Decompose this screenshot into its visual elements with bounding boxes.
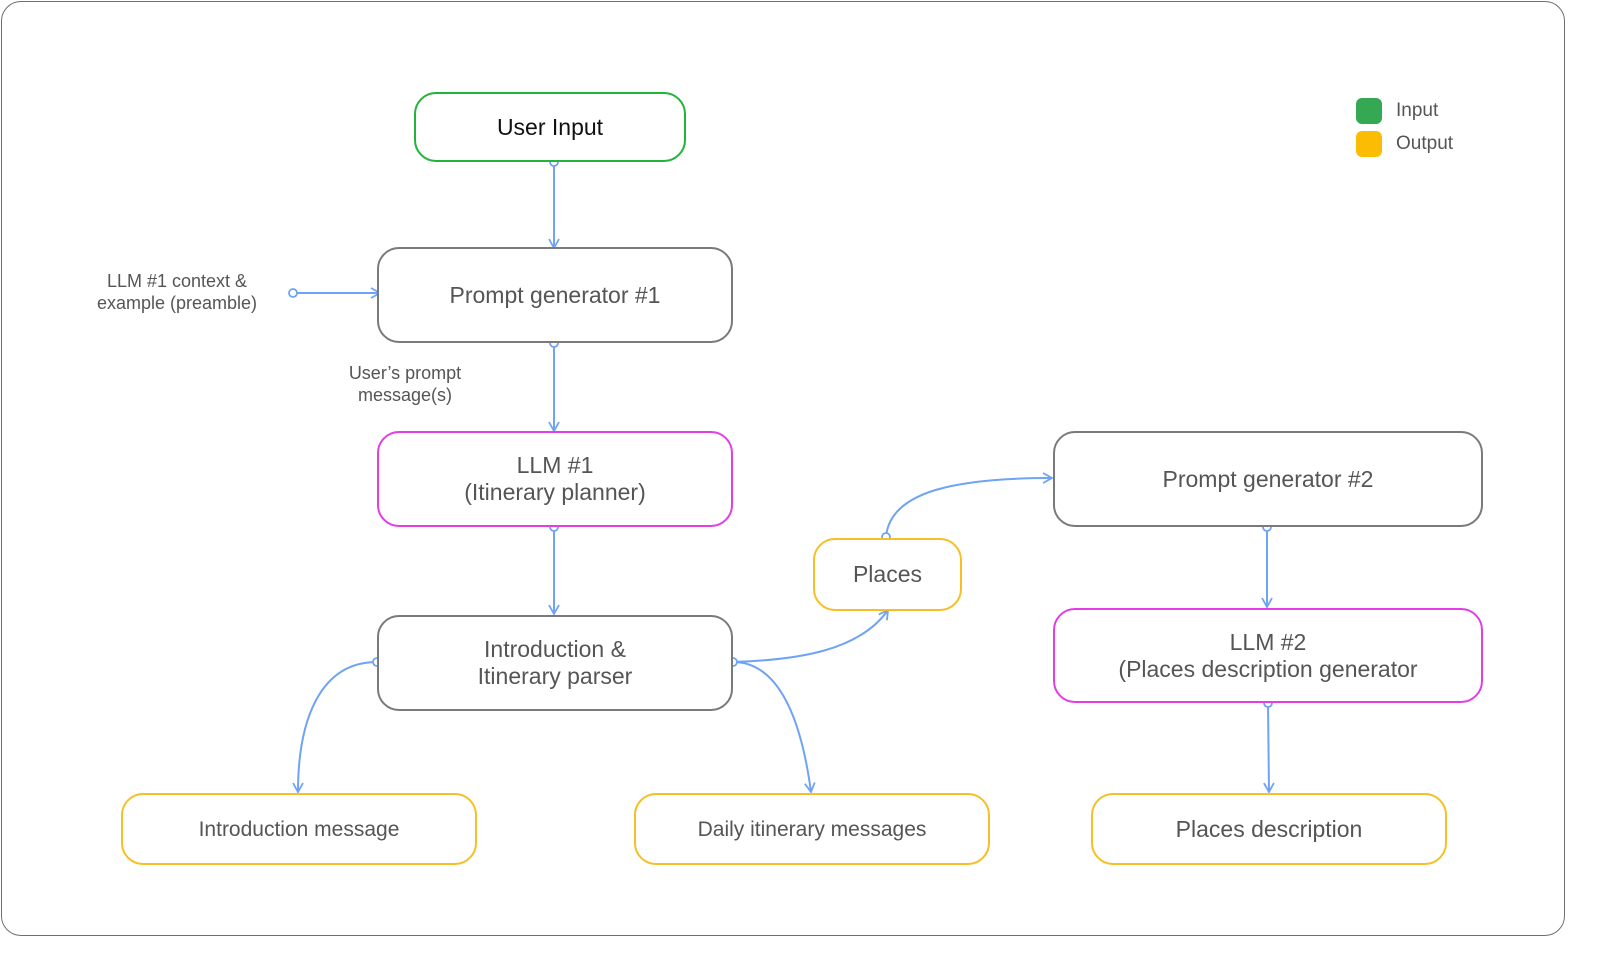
legend-input-label: Input (1396, 100, 1439, 121)
legend-output-label: Output (1396, 133, 1454, 154)
node-places-description: Places description (1091, 793, 1447, 865)
legend-output-swatch (1356, 131, 1382, 157)
legend-input: Input (1356, 98, 1438, 124)
note-preamble-line2: example (preamble) (96, 293, 258, 313)
node-llm-1: LLM #1 (Itinerary planner) (377, 431, 733, 527)
connector-parser-to-daily (732, 661, 816, 794)
node-user-input-label: User Input (496, 113, 604, 140)
legend-output: Output (1356, 131, 1453, 157)
node-introduction-message-label: Introduction message (198, 817, 400, 841)
node-introduction-message: Introduction message (121, 793, 477, 865)
node-prompt-generator-1: Prompt generator #1 (377, 247, 733, 343)
node-user-input: User Input (414, 92, 686, 162)
node-parser-line2: Itinerary parser (477, 663, 633, 689)
node-itinerary-parser: Introduction & Itinerary parser (377, 615, 733, 711)
node-prompt-generator-1-label: Prompt generator #1 (449, 281, 661, 308)
node-daily-itinerary-messages-label: Daily itinerary messages (697, 817, 927, 841)
note-user-prompt-messages: User’s prompt message(s) (320, 362, 490, 406)
connector-llm2-to-description (1263, 702, 1275, 794)
node-llm-2: LLM #2 (Places description generator (1053, 608, 1483, 703)
node-llm-1-subtitle: (Itinerary planner) (464, 479, 646, 505)
node-places-label: Places (852, 561, 923, 587)
note-prompt-msgs-line2: message(s) (357, 385, 453, 405)
connector-places-to-prompt2 (885, 472, 1054, 538)
connector-parser-to-intro (292, 661, 378, 794)
node-parser-line1: Introduction & (484, 636, 626, 662)
note-preamble: LLM #1 context & example (preamble) (72, 270, 282, 314)
node-prompt-generator-2-label: Prompt generator #2 (1162, 465, 1374, 492)
legend-input-swatch (1356, 98, 1382, 124)
node-llm-2-subtitle: (Places description generator (1118, 655, 1418, 682)
note-prompt-msgs-line1: User’s prompt (348, 363, 462, 383)
node-places: Places (813, 538, 962, 611)
node-daily-itinerary-messages: Daily itinerary messages (634, 793, 990, 865)
port-dot (288, 288, 298, 298)
node-llm-1-title: LLM #1 (516, 452, 594, 478)
node-llm-2-title: LLM #2 (1229, 628, 1307, 655)
note-preamble-line1: LLM #1 context & (106, 271, 248, 291)
node-places-description-label: Places description (1175, 815, 1363, 842)
connector-parser-to-places (732, 608, 890, 663)
node-prompt-generator-2: Prompt generator #2 (1053, 431, 1483, 527)
